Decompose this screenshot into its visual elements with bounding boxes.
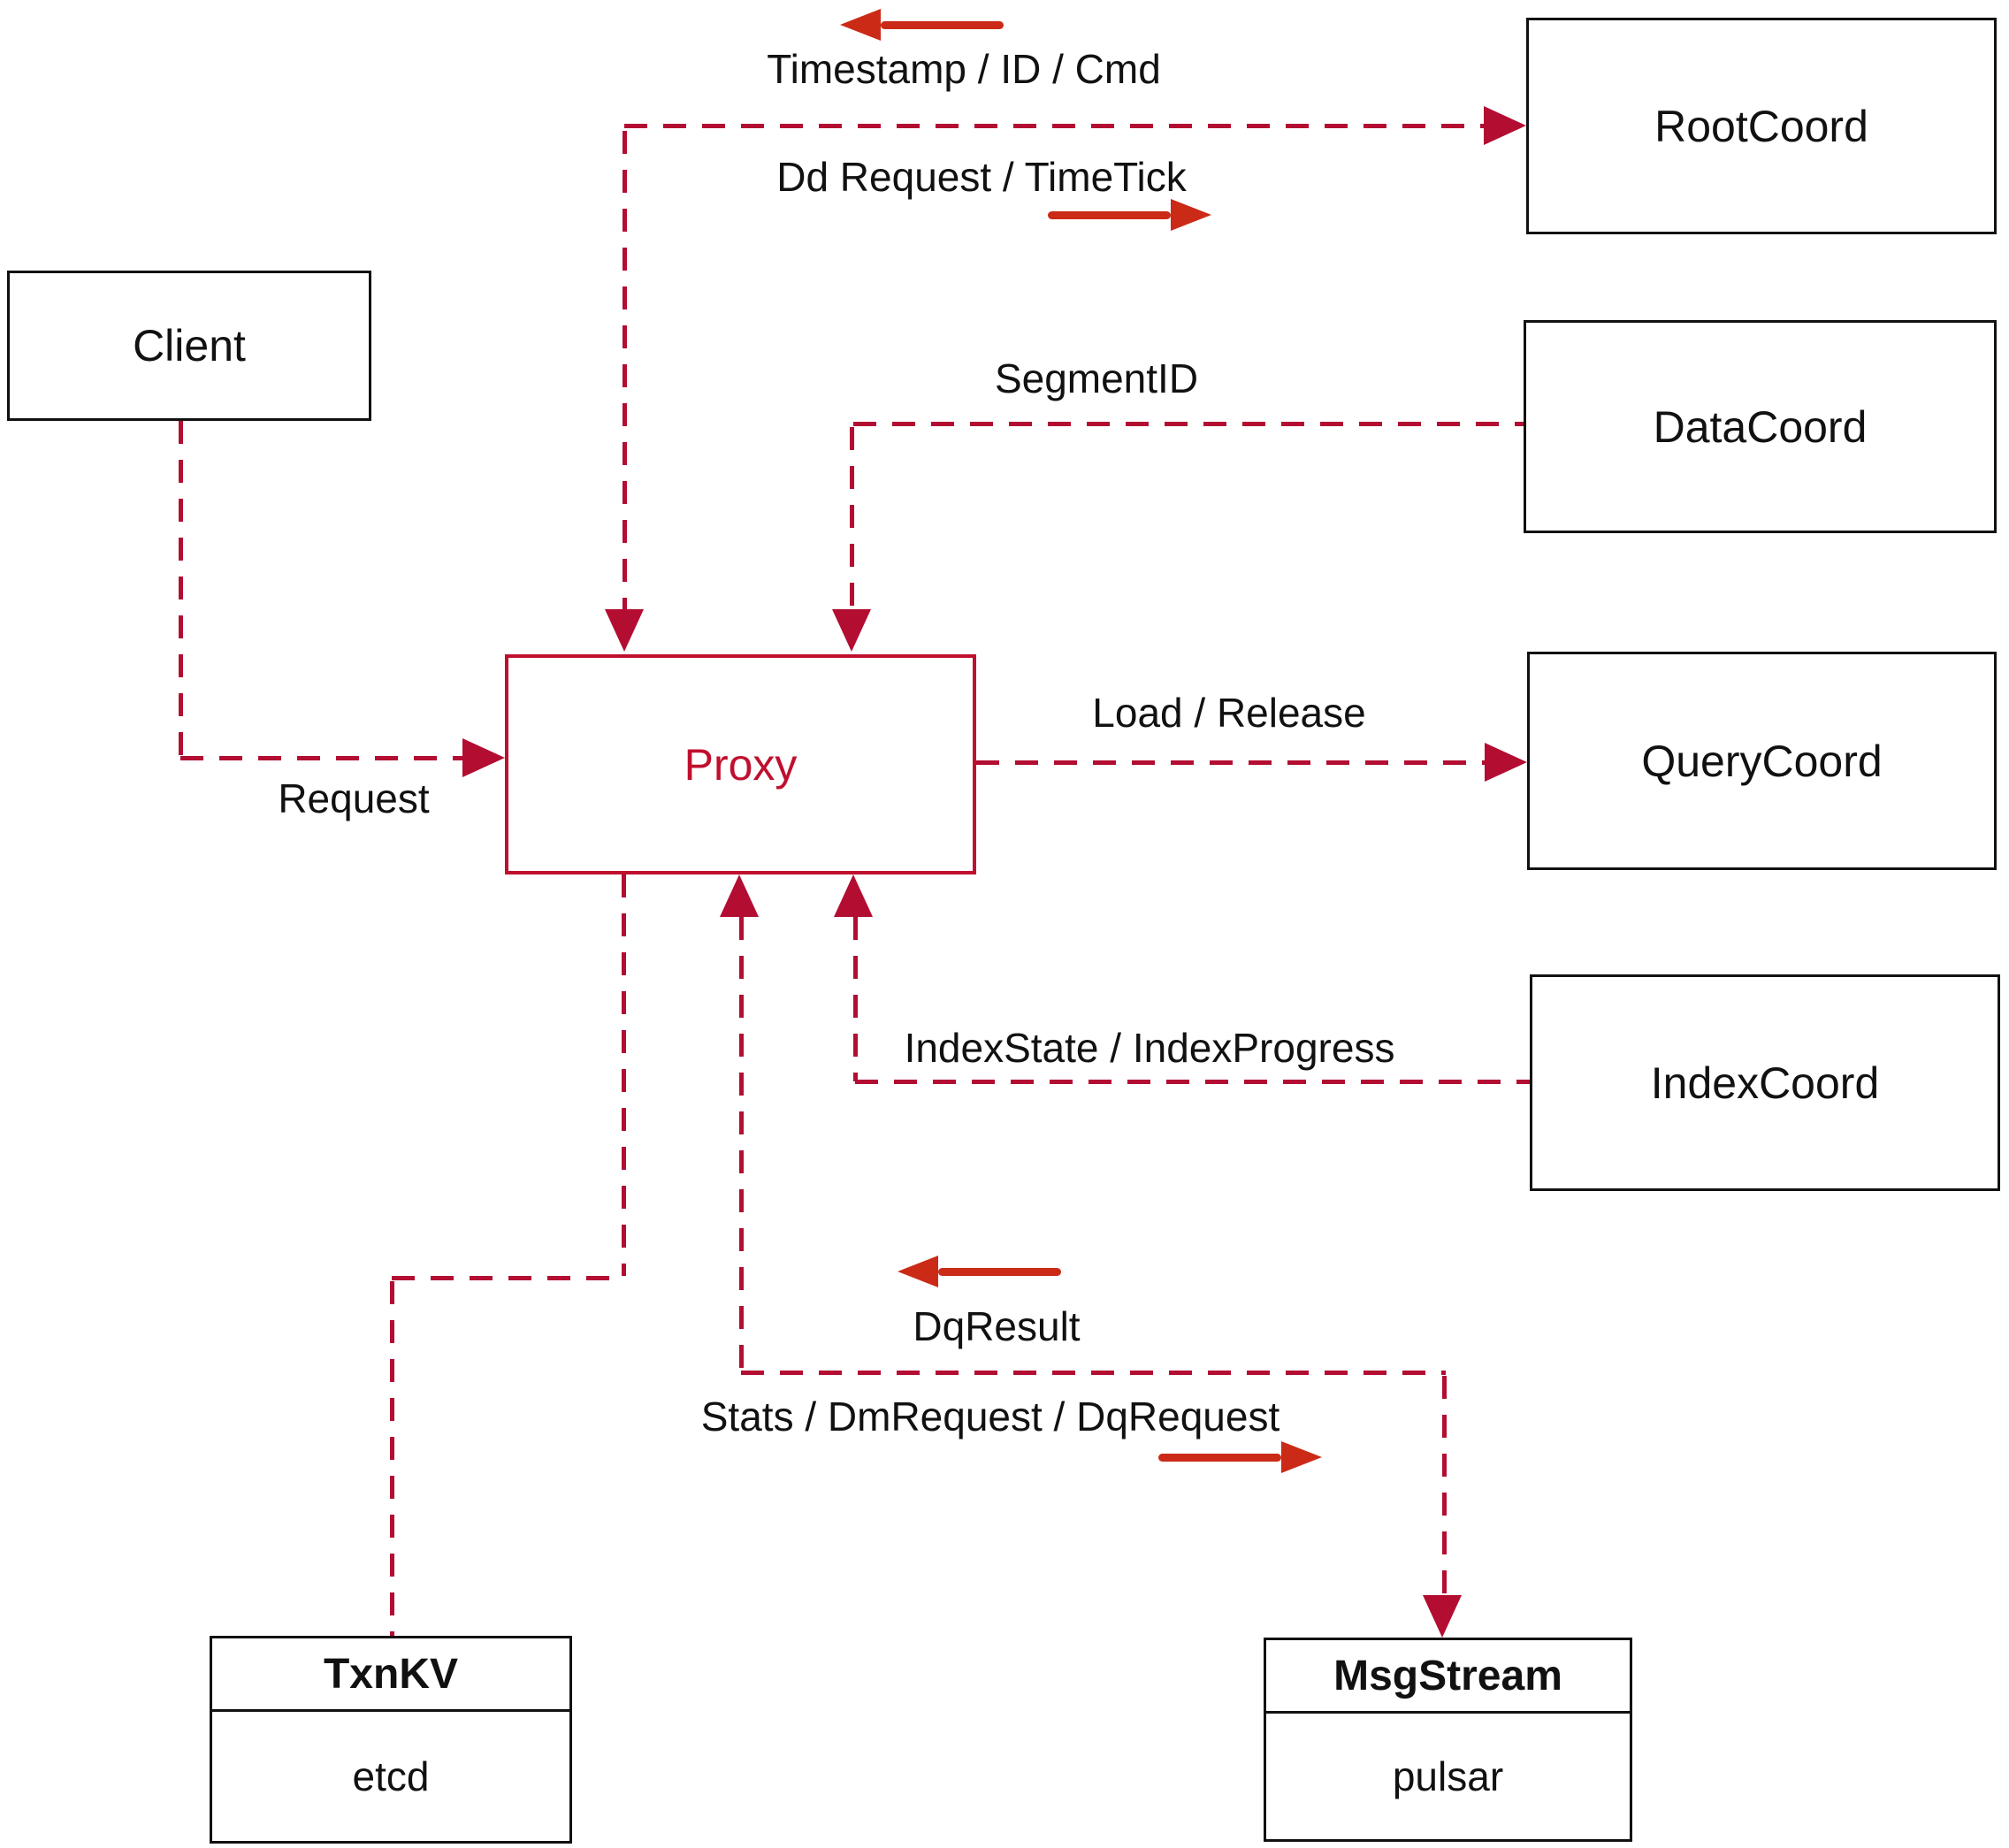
node-txnkv-subtitle: etcd [352, 1753, 430, 1799]
edge-label-timestamp-id-cmd: Timestamp / ID / Cmd [767, 46, 1161, 92]
edge-label-dqresult: DqResult [913, 1303, 1081, 1349]
connector-proxy-msgstream-vertical-upper [739, 917, 744, 1372]
edge-label-request: Request [278, 775, 430, 821]
node-datacoord-label: DataCoord [1653, 401, 1868, 452]
node-msgstream: MsgStream pulsar [1264, 1638, 1632, 1842]
node-querycoord-label: QueryCoord [1641, 736, 1883, 786]
node-txnkv: TxnKV etcd [210, 1636, 572, 1844]
connector-datacoord-proxy-horizontal [853, 422, 1524, 426]
arrowhead-into-rootcoord [1484, 106, 1526, 145]
node-datacoord: DataCoord [1524, 320, 1997, 533]
direction-arrow-left-dqresult-icon [898, 1256, 1061, 1287]
arrow-shaft [1048, 210, 1171, 219]
edge-label-dd-request-timetick: Dd Request / TimeTick [776, 154, 1187, 200]
node-client-label: Client [133, 321, 246, 370]
connector-proxy-rootcoord-horizontal [624, 124, 1486, 128]
node-indexcoord: IndexCoord [1530, 974, 2000, 1191]
direction-arrow-left-timestamp-icon [840, 9, 1004, 41]
node-rootcoord-label: RootCoord [1654, 101, 1868, 151]
node-rootcoord: RootCoord [1526, 18, 1997, 234]
arrowhead-into-proxy-top-left [605, 609, 644, 652]
arrowhead-into-proxy-top-right [832, 609, 871, 652]
edge-label-stats-dmrequest-dqrequest: Stats / DmRequest / DqRequest [700, 1394, 1280, 1439]
connector-client-proxy-horizontal [180, 756, 462, 760]
connector-proxy-txnkv-vertical-lower [390, 1281, 394, 1636]
connector-proxy-txnkv-vertical-upper [622, 874, 626, 1276]
node-client: Client [7, 271, 371, 421]
arrow-head [898, 1256, 938, 1287]
direction-arrow-right-stats-icon [1158, 1441, 1322, 1473]
connector-proxy-rootcoord-vertical [623, 131, 627, 609]
connector-proxy-querycoord [976, 760, 1485, 765]
node-indexcoord-label: IndexCoord [1650, 1058, 1880, 1108]
connector-proxy-msgstream-horizontal [741, 1371, 1446, 1375]
connector-indexcoord-proxy-horizontal [855, 1080, 1530, 1084]
arrowhead-into-proxy-bottom-right [834, 874, 873, 917]
arrowhead-into-msgstream [1423, 1595, 1462, 1638]
arrow-shaft [881, 20, 1004, 29]
arrow-shaft [1158, 1453, 1281, 1462]
arrow-head [840, 9, 881, 41]
connector-datacoord-proxy-vertical [850, 427, 854, 609]
node-msgstream-subtitle: pulsar [1392, 1753, 1504, 1799]
direction-arrow-right-ddrequest-icon [1048, 199, 1211, 231]
edge-label-segmentid: SegmentID [994, 355, 1199, 401]
connector-indexcoord-proxy-vertical [853, 917, 858, 1081]
arrow-head [1171, 199, 1211, 231]
connector-proxy-msgstream-vertical-lower [1442, 1376, 1447, 1595]
node-proxy-label: Proxy [684, 739, 798, 790]
edge-label-load-release: Load / Release [1092, 690, 1366, 736]
arrow-shaft [938, 1267, 1061, 1276]
arrowhead-into-querycoord [1485, 743, 1527, 782]
arrowhead-into-proxy-left [462, 738, 505, 777]
node-querycoord: QueryCoord [1527, 652, 1997, 870]
node-msgstream-title: MsgStream [1266, 1640, 1630, 1714]
node-txnkv-title: TxnKV [212, 1638, 569, 1712]
connector-client-proxy-vertical [179, 421, 183, 760]
connector-proxy-txnkv-horizontal [392, 1276, 623, 1280]
arrowhead-into-proxy-bottom-left [720, 874, 759, 917]
node-proxy: Proxy [505, 654, 976, 874]
edge-label-indexstate-indexprogress: IndexState / IndexProgress [904, 1025, 1395, 1071]
arrow-head [1281, 1441, 1322, 1473]
